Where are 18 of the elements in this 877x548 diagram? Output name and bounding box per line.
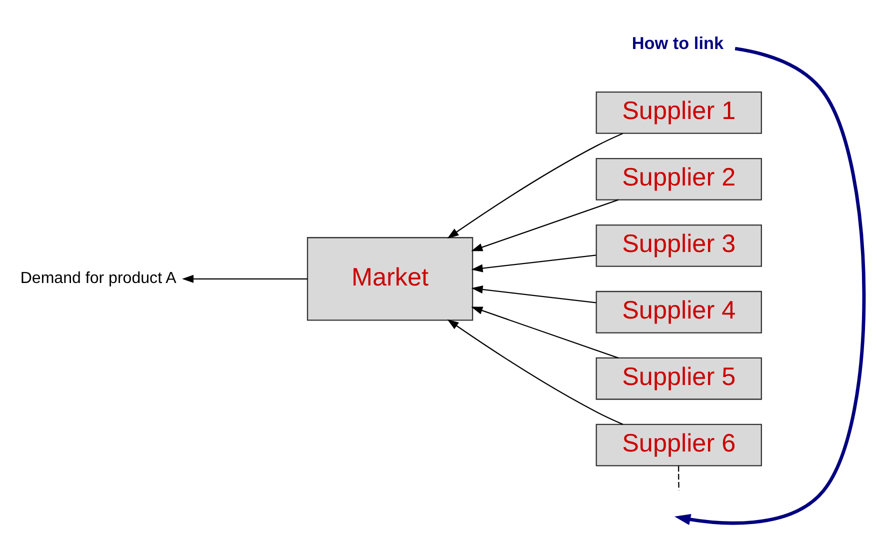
node-box: Supplier 3 [596, 224, 762, 266]
node-box: Supplier 5 [596, 356, 762, 400]
arrow [471, 306, 619, 358]
node-text: How to link [632, 32, 724, 53]
node-box: Supplier 6 [596, 423, 762, 466]
arrow [471, 254, 596, 272]
connector [678, 465, 680, 490]
arrow [182, 274, 308, 282]
arrow [471, 285, 596, 303]
node-text: Demand for product A [20, 268, 176, 287]
arrow [674, 46, 866, 525]
arrow [447, 132, 624, 238]
node-box: Supplier 2 [596, 157, 762, 200]
node-box: Market [306, 236, 474, 320]
arrow [447, 318, 624, 424]
node-box: Supplier 1 [596, 91, 762, 134]
arrow [471, 198, 619, 251]
node-box: Supplier 4 [596, 290, 762, 333]
